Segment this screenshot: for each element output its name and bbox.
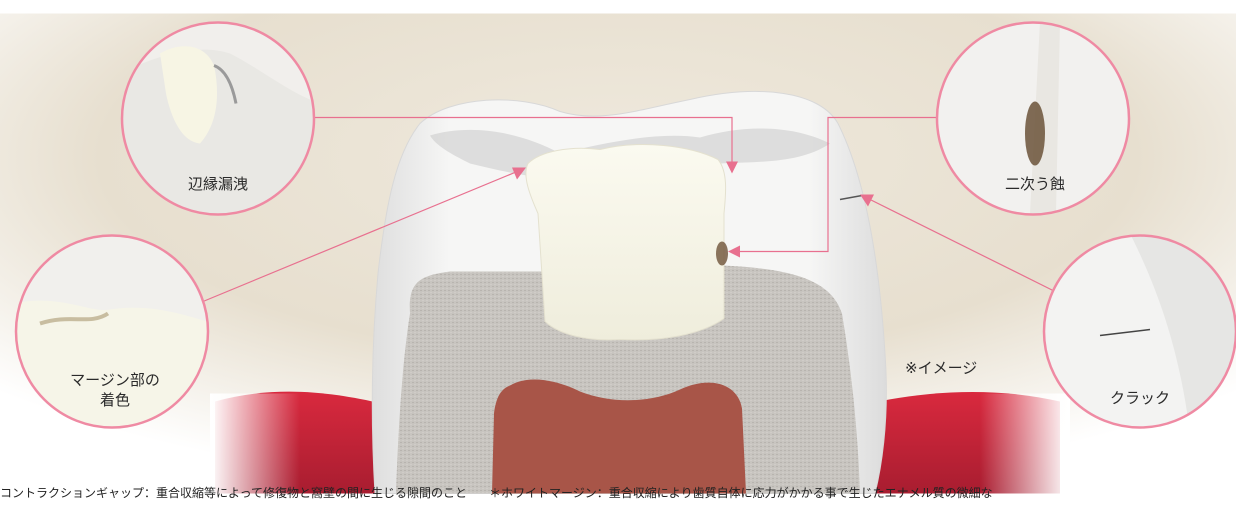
restoration [526,145,726,340]
image-note: ※イメージ [905,358,1005,378]
caption-contraction-gap: コントラクションギャップ：重合収縮等によって修復物と窩壁の間に生じる隙間のこと [0,486,467,500]
label-crack: クラック [1090,388,1190,408]
caries-spot [716,242,728,266]
label-margin-staining-line1: マージン部の [50,370,180,390]
caption-white-margin: ＊ホワイトマージン：重合収縮により歯質自体に応力がかかる事で生じたエナメル質の微… [489,486,993,500]
label-margin-staining: マージン部の 着色 [50,370,180,410]
label-secondary-caries: 二次う蝕 [985,174,1085,194]
label-marginal-leakage: 辺縁漏洩 [168,174,268,194]
label-margin-staining-line2: 着色 [50,390,180,410]
caption: コントラクションギャップ：重合収縮等によって修復物と窩壁の間に生じる隙間のこと ＊… [0,480,1236,507]
